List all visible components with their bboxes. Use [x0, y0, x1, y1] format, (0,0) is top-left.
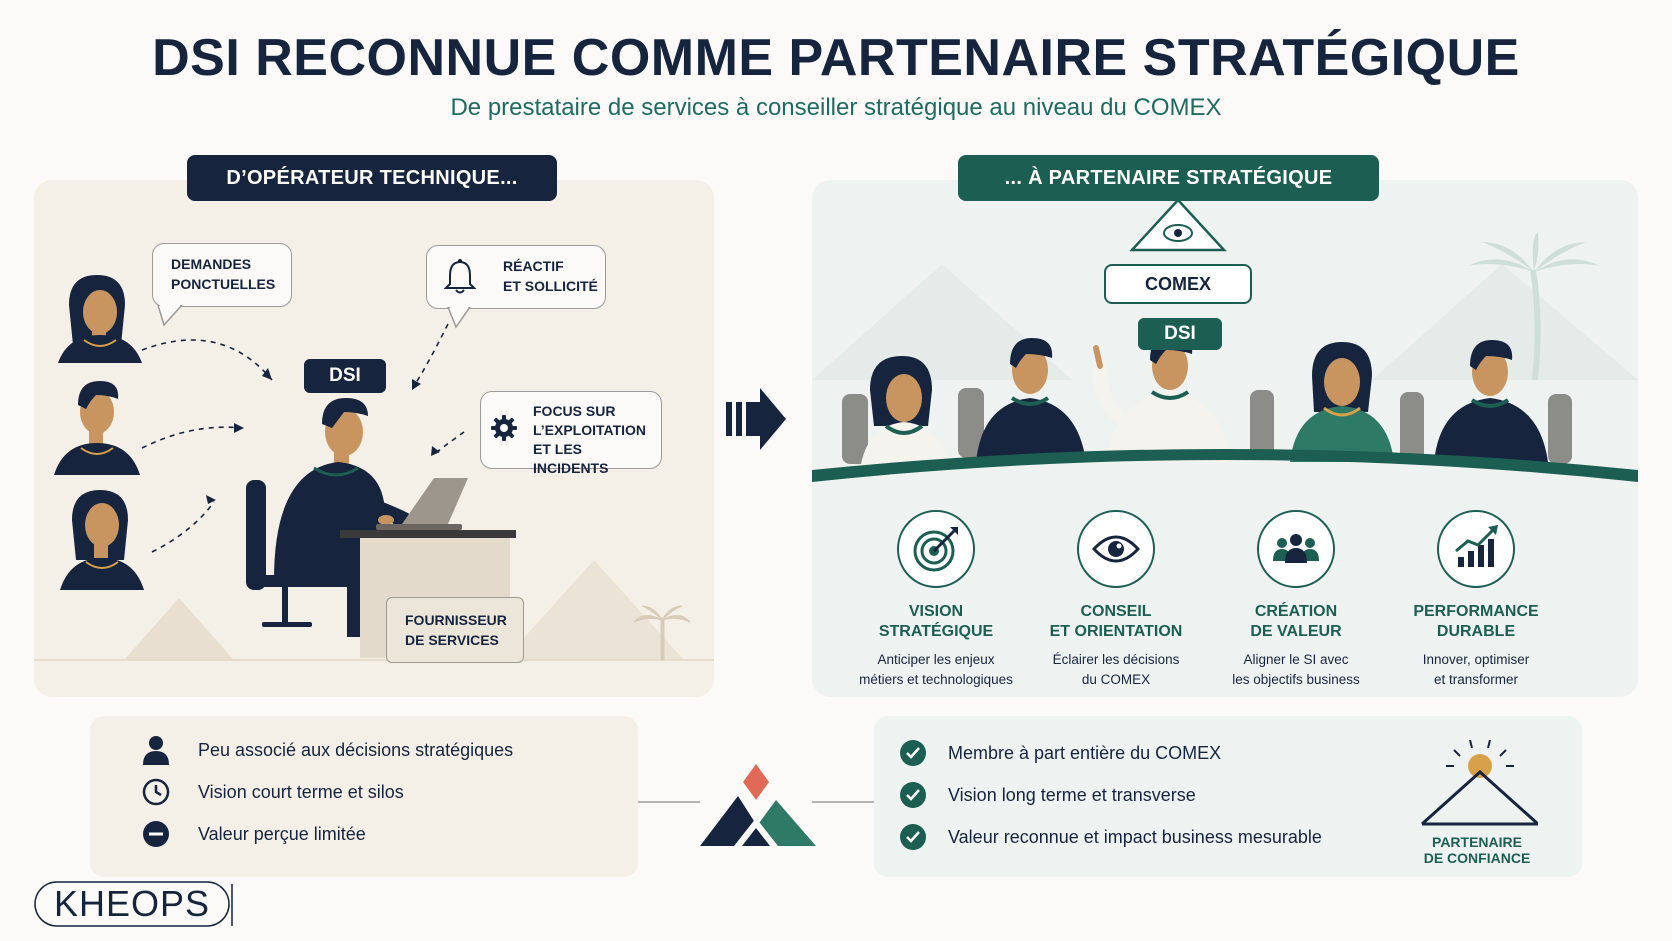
feature-4-title-line2: DURABLE — [1436, 623, 1516, 640]
growth-chart-icon — [1437, 510, 1515, 588]
fournisseur-label: FOURNISSEUR DE SERVICES — [386, 597, 524, 663]
feature-2-title-line1: CONSEIL — [1080, 603, 1152, 620]
palm-tree-small — [633, 605, 691, 661]
feature-3-desc-line2: les objectifs business — [1232, 672, 1360, 687]
meeting-table — [812, 449, 1638, 482]
feature-2-desc-line2: du COMEX — [1081, 672, 1151, 687]
summary-left-item-1: Peu associé aux décisions stratégiques — [140, 734, 513, 766]
team-member-5 — [1434, 340, 1548, 462]
trust-label: PARTENAIRE DE CONFIANCE — [1402, 834, 1552, 866]
bell-icon — [443, 259, 477, 294]
feature-3-title-line1: CRÉATION — [1254, 603, 1338, 620]
clock-icon — [140, 776, 172, 808]
bubble-focus-exploitation: FOCUS SUR L’EXPLOITATION ET LES INCIDENT… — [480, 391, 662, 476]
summary-left-item-2: Vision court terme et silos — [140, 776, 404, 808]
bubble-reactif-line1: RÉACTIF — [503, 258, 564, 274]
team-member-2 — [976, 338, 1086, 462]
feature-3-title-line2: DE VALEUR — [1250, 623, 1342, 640]
feature-1-desc-line2: métiers et technologiques — [859, 672, 1013, 687]
trust-line2: DE CONFIANCE — [1423, 850, 1531, 866]
feature-4-desc-line2: et transformer — [1433, 672, 1519, 687]
dsi-tag-right: DSI — [1138, 318, 1222, 350]
check-icon — [900, 824, 926, 850]
feature-3-desc-line1: Aligner le SI avec — [1243, 652, 1349, 667]
team-member-3-speaking — [1092, 334, 1230, 462]
bubble-reactif: RÉACTIF ET SOLLICITÉ — [426, 245, 606, 309]
bubble-demandes-line1: DEMANDES — [171, 256, 252, 272]
trust-line1: PARTENAIRE — [1432, 834, 1522, 850]
pyramid-right — [504, 560, 684, 660]
check-icon — [900, 782, 926, 808]
summary-right-text-2: Vision long terme et transverse — [948, 784, 1196, 805]
palm-tree-large — [1468, 232, 1600, 380]
pyramid-bg-left — [812, 264, 1072, 380]
arrow-heads — [206, 368, 440, 504]
laptop — [402, 478, 468, 524]
fournisseur-line1: FOURNISSEUR — [405, 612, 507, 628]
target-icon — [897, 510, 975, 588]
bubble-focus-line3: ET LES INCIDENTS — [533, 441, 609, 476]
feature-1-title-line1: VISION — [908, 603, 964, 620]
left-pill-heading: D’OPÉRATEUR TECHNIQUE... — [187, 155, 557, 201]
feature-4-desc-line1: Innover, optimiser — [1422, 652, 1530, 667]
summary-left-text-1: Peu associé aux décisions stratégiques — [198, 739, 514, 760]
team-member-1 — [860, 356, 950, 470]
feature-4-title-line1: PERFORMANCE — [1413, 603, 1539, 620]
summary-left-text-2: Vision court terme et silos — [198, 781, 404, 802]
feature-conseil-orientation: CONSEIL ET ORIENTATION Éclairer les décis… — [1016, 510, 1216, 690]
gear-icon — [491, 415, 517, 441]
bubble-tail-reactif — [447, 307, 471, 329]
sun-pyramid-icon — [1420, 739, 1538, 826]
feature-performance-durable: PERFORMANCE DURABLE Innover, optimiser et … — [1376, 510, 1576, 690]
right-illustration — [812, 198, 1638, 482]
page-title: DSI RECONNUE COMME PARTENAIRE STRATÉGIQU… — [152, 29, 1520, 87]
fournisseur-line2: DE SERVICES — [405, 632, 499, 648]
bubble-demandes-line2: PONCTUELLES — [171, 276, 276, 292]
bubble-demandes-ponctuelles: DEMANDES PONCTUELLES — [152, 243, 292, 307]
team-member-4 — [1290, 342, 1394, 462]
check-icon — [900, 740, 926, 766]
feature-2-title-line2: ET ORIENTATION — [1049, 623, 1183, 640]
feature-vision-strategique: VISION STRATÉGIQUE Anticiper les enjeux mé… — [836, 510, 1036, 690]
eye-icon — [1077, 510, 1155, 588]
summary-right-text-3: Valeur reconnue et impact business mesur… — [948, 826, 1322, 847]
summary-right-text-1: Membre à part entière du COMEX — [948, 742, 1222, 763]
summary-left-text-3: Valeur perçue limitée — [198, 823, 366, 844]
right-pill-heading: ... À PARTENAIRE STRATÉGIQUE — [958, 155, 1379, 201]
minus-circle-icon — [140, 818, 172, 850]
bottom-right-summary: Membre à part entière du COMEX Vision lo… — [874, 716, 1582, 877]
bubble-focus-line1: FOCUS SUR — [533, 403, 616, 419]
bubble-tail-demandes — [157, 305, 184, 327]
kheops-mark-icon — [638, 764, 874, 846]
person-icon — [140, 734, 172, 766]
transition-arrow-icon — [726, 388, 786, 450]
pyramid-left-small — [124, 598, 234, 660]
dsi-tag-left: DSI — [304, 359, 386, 393]
page-subtitle: De prestataire de services à conseiller … — [450, 94, 1222, 121]
comex-box: COMEX — [1104, 264, 1252, 304]
bubble-reactif-line2: ET SOLLICITÉ — [503, 278, 598, 294]
person-woman-1 — [58, 275, 142, 363]
team-icon — [1257, 510, 1335, 588]
kheops-logo-text: KHEOPS — [53, 883, 211, 924]
bottom-left-summary: Peu associé aux décisions stratégiques V… — [90, 716, 638, 877]
feature-creation-valeur: CRÉATION DE VALEUR Aligner le SI avec les … — [1196, 510, 1396, 690]
pyramid-bg-right — [1372, 264, 1638, 380]
summary-right-item-2: Vision long terme et transverse — [900, 782, 1196, 808]
feature-1-title-line2: STRATÉGIQUE — [878, 623, 994, 640]
person-man-1 — [54, 381, 140, 475]
summary-left-item-3: Valeur perçue limitée — [140, 818, 366, 850]
person-woman-2 — [60, 490, 144, 590]
feature-2-desc-line1: Éclairer les décisions — [1052, 652, 1180, 667]
bubble-focus-line2: L’EXPLOITATION — [533, 422, 647, 438]
kheops-logo: KHEOPS — [34, 880, 234, 930]
feature-1-desc-line1: Anticiper les enjeux — [877, 652, 995, 667]
summary-right-item-1: Membre à part entière du COMEX — [900, 740, 1221, 766]
summary-right-item-3: Valeur reconnue et impact business mesur… — [900, 824, 1322, 850]
